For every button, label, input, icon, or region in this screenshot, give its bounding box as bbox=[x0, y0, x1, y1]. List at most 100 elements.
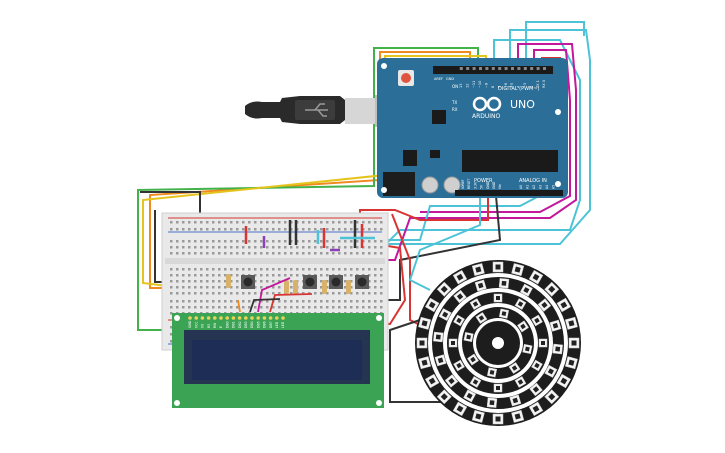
neopixel-led[interactable] bbox=[556, 373, 571, 389]
digital-pin[interactable] bbox=[543, 67, 546, 70]
wire-black-gnd[interactable] bbox=[380, 195, 502, 301]
reset-button-cap[interactable] bbox=[401, 73, 411, 83]
neopixel-led[interactable] bbox=[544, 281, 560, 297]
neopixel-led[interactable] bbox=[425, 373, 440, 389]
push-button[interactable] bbox=[303, 275, 317, 289]
neopixel-led[interactable] bbox=[517, 320, 529, 333]
neopixel-led[interactable] bbox=[528, 401, 544, 416]
digital-pin[interactable] bbox=[517, 67, 521, 70]
neopixel-led[interactable] bbox=[452, 401, 468, 416]
neopixel-led[interactable] bbox=[438, 308, 452, 322]
lcd-pin[interactable] bbox=[281, 316, 285, 320]
digital-pin[interactable] bbox=[472, 67, 476, 70]
neopixel-led[interactable] bbox=[522, 343, 533, 354]
neopixel-led[interactable] bbox=[511, 263, 525, 277]
digital-pin[interactable] bbox=[498, 67, 502, 70]
lcd-pin[interactable] bbox=[194, 316, 198, 320]
neopixel-led[interactable] bbox=[486, 397, 498, 408]
wire-lcd-orange[interactable] bbox=[237, 299, 241, 313]
neopixel-led[interactable] bbox=[463, 389, 477, 403]
neopixel-led[interactable] bbox=[471, 409, 485, 423]
lcd-pin[interactable] bbox=[256, 316, 261, 320]
neopixel-led[interactable] bbox=[444, 374, 459, 388]
neopixel-led[interactable] bbox=[544, 364, 558, 378]
neopixel-led[interactable] bbox=[436, 389, 452, 405]
neopixel-led[interactable] bbox=[529, 382, 543, 397]
neopixel-led[interactable] bbox=[448, 338, 458, 348]
neopixel-led[interactable] bbox=[514, 298, 527, 310]
wire-magenta-1[interactable] bbox=[370, 43, 577, 261]
digital-pin[interactable] bbox=[523, 67, 527, 70]
push-button[interactable] bbox=[241, 275, 255, 289]
neopixel-led[interactable] bbox=[475, 312, 488, 324]
lcd-pin[interactable] bbox=[225, 316, 229, 320]
neopixel-led[interactable] bbox=[531, 314, 543, 327]
lcd-pin[interactable] bbox=[231, 316, 236, 320]
lcd-pin[interactable] bbox=[275, 316, 279, 320]
neopixel-led[interactable] bbox=[453, 359, 465, 372]
neopixel-led[interactable] bbox=[469, 298, 482, 310]
lcd-pin[interactable] bbox=[200, 316, 205, 320]
neopixel-led[interactable] bbox=[453, 314, 465, 327]
push-button[interactable] bbox=[355, 275, 369, 289]
neopixel-led[interactable] bbox=[416, 337, 428, 349]
neopixel-led[interactable] bbox=[474, 279, 487, 292]
neopixel-led[interactable] bbox=[519, 283, 533, 297]
wire-cyan-3[interactable] bbox=[525, 21, 585, 70]
neopixel-led[interactable] bbox=[564, 356, 578, 370]
wire-black-ring[interactable] bbox=[389, 319, 460, 403]
neopixel-led[interactable] bbox=[493, 383, 503, 393]
neopixel-led[interactable] bbox=[471, 263, 485, 277]
neopixel-led[interactable] bbox=[434, 354, 447, 367]
neopixel-led[interactable] bbox=[549, 319, 562, 332]
wire-black[interactable] bbox=[140, 191, 201, 215]
neopixel-led[interactable] bbox=[538, 338, 548, 348]
neopixel-led[interactable] bbox=[433, 331, 444, 343]
neopixel-led[interactable] bbox=[493, 293, 503, 303]
neopixel-led[interactable] bbox=[463, 332, 474, 343]
digital-pin[interactable] bbox=[536, 67, 540, 70]
wire-lcd-magenta[interactable] bbox=[257, 277, 291, 313]
wire-magenta-2[interactable] bbox=[420, 49, 571, 213]
neopixel-led[interactable] bbox=[498, 308, 509, 319]
neopixel-led[interactable] bbox=[418, 316, 432, 330]
neopixel-led[interactable] bbox=[528, 270, 544, 285]
wire-lcd-black[interactable] bbox=[249, 298, 281, 313]
lcd-pin[interactable] bbox=[188, 316, 192, 320]
neopixel-led[interactable] bbox=[508, 362, 521, 374]
lcd-pin[interactable] bbox=[213, 316, 217, 320]
power-analog-header[interactable] bbox=[455, 190, 563, 196]
lcd-pin[interactable] bbox=[237, 316, 242, 320]
push-button[interactable] bbox=[329, 275, 343, 289]
neopixel-led[interactable] bbox=[425, 297, 440, 313]
neopixel-led[interactable] bbox=[492, 261, 504, 273]
lcd-pin[interactable] bbox=[244, 316, 248, 320]
neopixel-led[interactable] bbox=[511, 409, 525, 423]
wire-cyan-1[interactable] bbox=[379, 39, 581, 251]
neopixel-led[interactable] bbox=[453, 289, 467, 304]
neopixel-leds[interactable] bbox=[416, 261, 580, 425]
digital-pin[interactable] bbox=[504, 67, 508, 70]
neopixel-led[interactable] bbox=[467, 353, 479, 366]
neopixel-led[interactable] bbox=[469, 376, 482, 388]
neopixel-led[interactable] bbox=[514, 376, 527, 388]
push-buttons[interactable] bbox=[241, 275, 369, 289]
neopixel-led[interactable] bbox=[568, 337, 580, 349]
wire-green[interactable] bbox=[137, 47, 479, 331]
lcd-pin[interactable] bbox=[206, 316, 211, 320]
neopixel-led[interactable] bbox=[564, 316, 578, 330]
neopixel-led[interactable] bbox=[452, 270, 468, 285]
neopixel-led[interactable] bbox=[418, 356, 432, 370]
wire-cyan-ring[interactable] bbox=[408, 196, 481, 291]
digital-pin[interactable] bbox=[459, 67, 463, 70]
neopixel-led[interactable] bbox=[492, 413, 504, 425]
lcd-pin[interactable] bbox=[268, 316, 273, 320]
digital-pin[interactable] bbox=[491, 67, 495, 70]
neopixel-led[interactable] bbox=[487, 367, 498, 378]
neopixel-led[interactable] bbox=[531, 359, 543, 372]
